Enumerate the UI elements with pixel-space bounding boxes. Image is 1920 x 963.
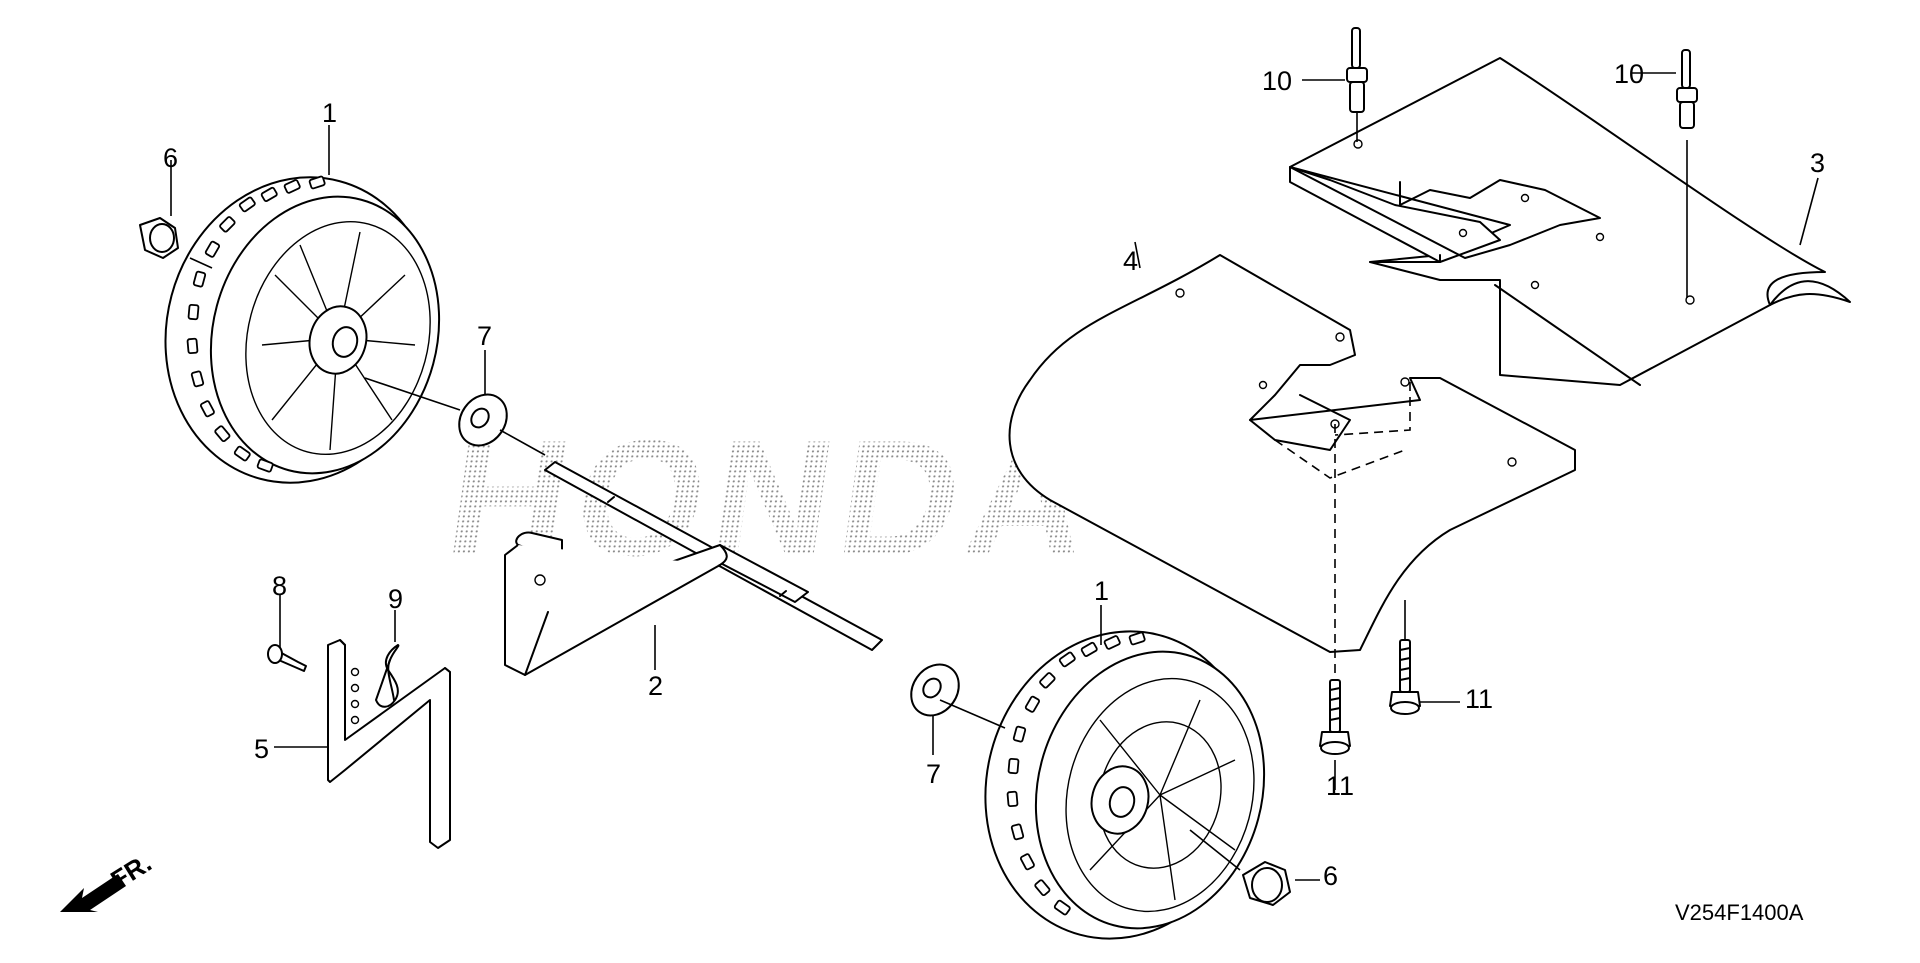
callout-bolt-left: 11	[1326, 771, 1354, 801]
washer-left	[458, 393, 508, 447]
figure-code: V254F1400A	[1675, 900, 1804, 925]
rivet-right	[1676, 49, 1698, 298]
callout-axle: 2	[648, 671, 663, 701]
deflector-plate-3	[1289, 57, 1851, 386]
height-bracket	[327, 639, 451, 849]
nut-left	[139, 217, 179, 259]
callout-labels: 1 6 7 2 8 9 5 7 1 4 3 10 10 11 11 6	[163, 59, 1825, 891]
washer-right	[910, 663, 960, 717]
callout-bolt-right: 11	[1465, 684, 1493, 714]
leader-lines	[170, 72, 1819, 881]
callout-nut-right: 6	[1323, 861, 1338, 891]
wheel-rear-left	[164, 175, 441, 484]
wheel-front-right	[984, 630, 1266, 940]
callout-nut-left: 6	[163, 143, 178, 173]
callout-clip: 9	[388, 584, 403, 614]
callout-rivet-right: 10	[1614, 59, 1644, 89]
callout-wheel-rear-left: 1	[322, 98, 337, 128]
callout-plate-left: 4	[1123, 246, 1138, 276]
rivet-left	[1346, 27, 1368, 142]
deflector-plate-4	[1008, 254, 1576, 680]
pin	[267, 644, 307, 672]
callout-washer-right: 7	[926, 759, 941, 789]
front-arrow-icon	[60, 874, 126, 912]
axle	[504, 461, 883, 676]
callout-height-bracket: 5	[254, 734, 269, 764]
front-direction-marker: FR.	[60, 847, 157, 912]
callout-wheel-front-right: 1	[1094, 576, 1109, 606]
clip	[375, 644, 400, 708]
callout-pin: 8	[272, 571, 287, 601]
bolt-left	[1319, 679, 1351, 755]
nut-right	[1242, 861, 1291, 906]
callout-washer-left: 7	[477, 321, 492, 351]
bolt-right	[1389, 600, 1421, 715]
callout-plate-right: 3	[1810, 148, 1825, 178]
callout-rivet-left: 10	[1262, 66, 1292, 96]
